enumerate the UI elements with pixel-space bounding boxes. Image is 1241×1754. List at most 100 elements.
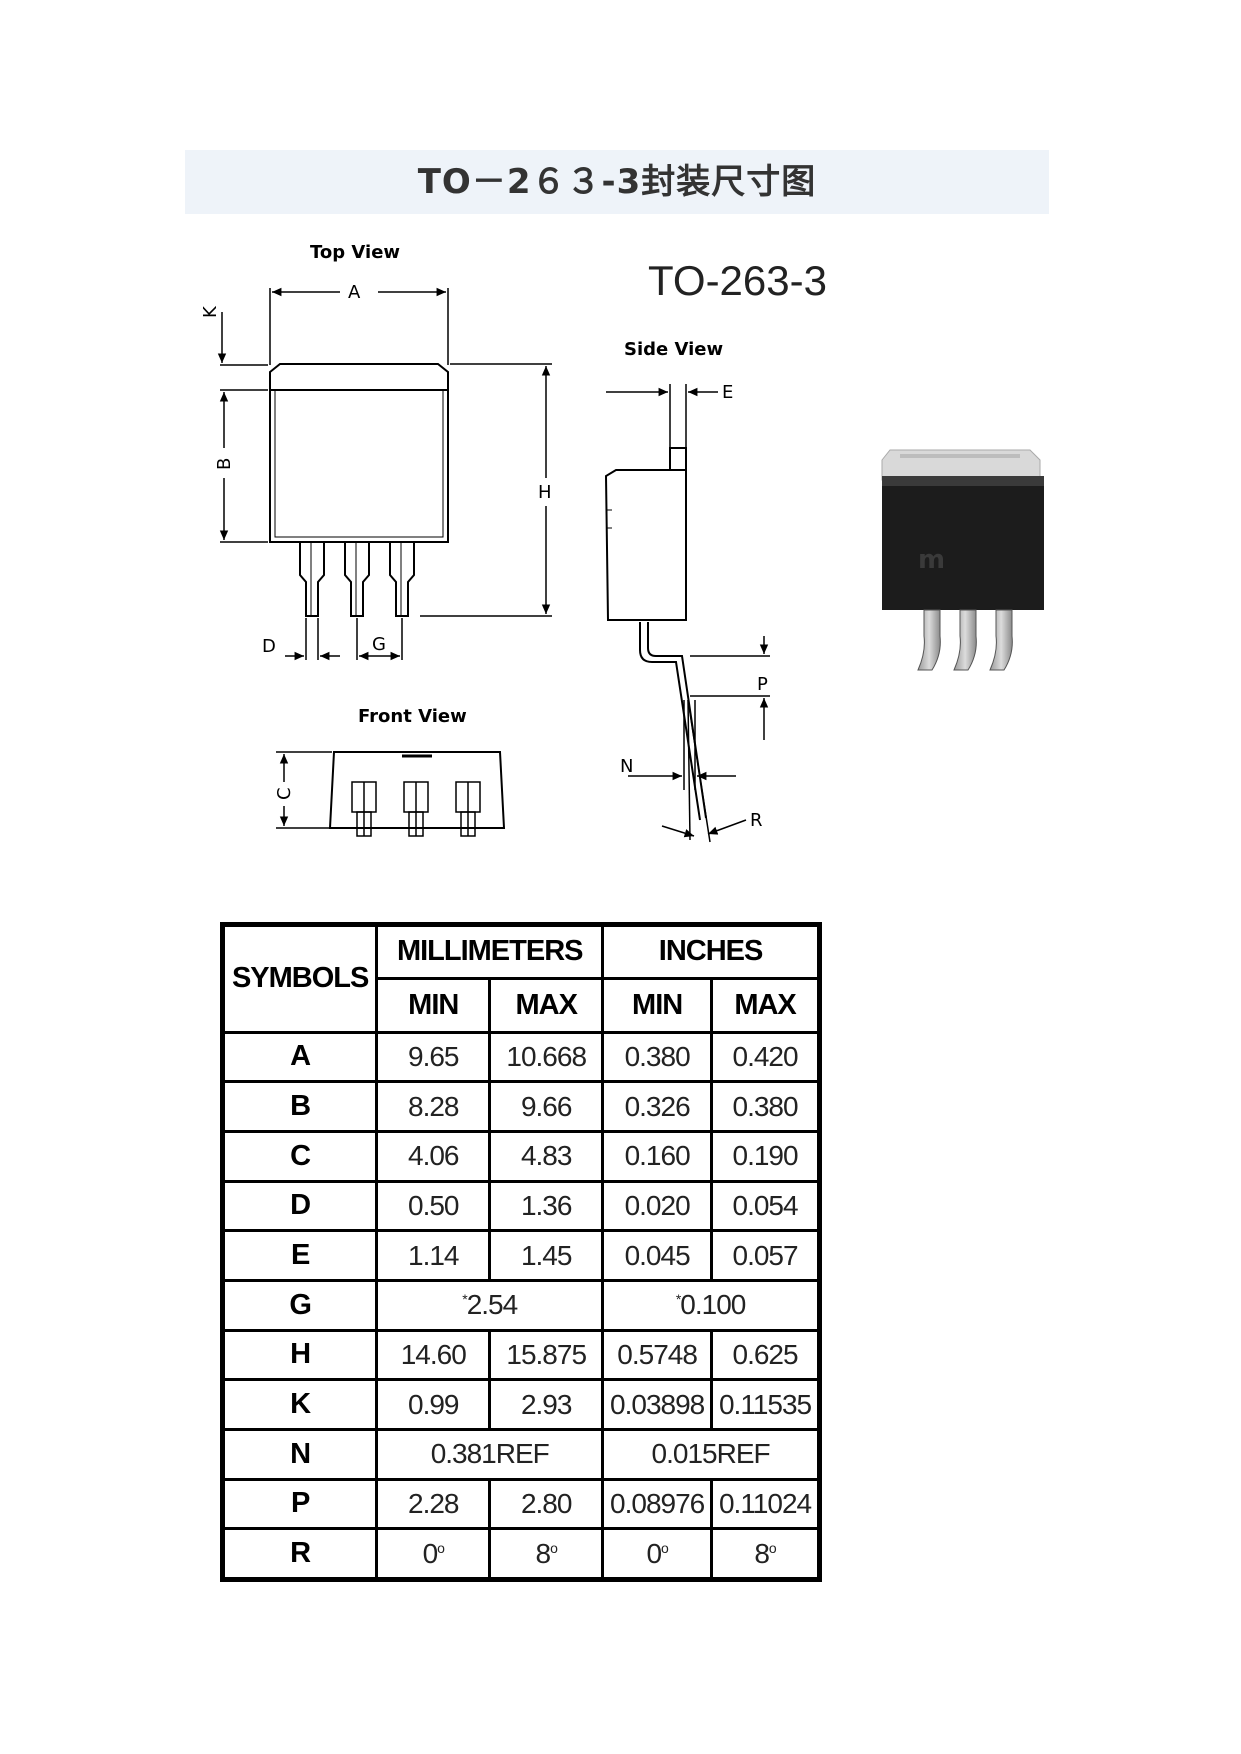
cell-in-min: 0.045	[601, 1229, 714, 1282]
cell-in-min: 0.160	[601, 1129, 714, 1183]
basic-mark: *	[462, 1291, 468, 1308]
table-row: C 4.06 4.83 0.160 0.190	[220, 1129, 821, 1183]
cell-in-min: 0.03898	[601, 1378, 714, 1431]
header-symbols: SYMBOLS	[220, 923, 379, 1034]
table-row: G *2.54 *0.100	[220, 1278, 821, 1332]
dim-letter-g: G	[372, 634, 386, 655]
dimension-table: SYMBOLS MILLIMETERS INCHES MIN MAX MIN M…	[220, 922, 822, 1582]
cell-mm-max: 9.66	[488, 1080, 605, 1133]
cell-mm-max: 2.80	[488, 1477, 605, 1531]
cell-in-max: 0.625	[710, 1328, 821, 1382]
cell-in-min: 0.020	[601, 1179, 714, 1233]
row-symbol: R	[220, 1527, 379, 1581]
cell-mm-min: 2.28	[375, 1477, 492, 1531]
table-row: D 0.50 1.36 0.020 0.054	[220, 1179, 821, 1233]
cell-mm-min: 14.60	[375, 1328, 492, 1382]
cell-in-max: 0.11024	[710, 1477, 821, 1531]
dim-letter-p: P	[757, 674, 768, 695]
cell-mm-max: 1.36	[488, 1179, 605, 1233]
cell-in-min: 0.380	[601, 1030, 714, 1084]
table-row: B 8.28 9.66 0.326 0.380	[220, 1080, 821, 1133]
table-row: E 1.14 1.45 0.045 0.057	[220, 1229, 821, 1282]
page-title: TO－2６３-3封装尺寸图	[417, 162, 817, 202]
header-in-min: MIN	[601, 976, 714, 1034]
cell-in-max: 0.380	[710, 1080, 821, 1133]
cell-mm-min: 9.65	[375, 1030, 492, 1084]
table-row: A 9.65 10.668 0.380 0.420	[220, 1030, 821, 1084]
cell-mm-min: 4.06	[375, 1129, 492, 1183]
cell-mm-span-value: 2.54	[466, 1289, 518, 1321]
package-photo: m	[881, 449, 1044, 671]
cell-value: 8	[754, 1537, 770, 1569]
cell-in-min: 0.08976	[601, 1477, 714, 1531]
cell-value: 0	[646, 1537, 662, 1569]
top-view-label: Top View	[310, 242, 400, 263]
header-mm-min: MIN	[375, 976, 492, 1034]
table-row: H 14.60 15.875 0.5748 0.625	[220, 1328, 821, 1382]
cell-mm-span: 0.381REF	[375, 1427, 605, 1481]
photo-logo: m	[918, 545, 945, 575]
row-symbol: A	[220, 1030, 379, 1084]
degree-unit: o	[437, 1539, 445, 1556]
header-mm-max: MAX	[488, 976, 605, 1034]
cell-in-min: 0.5748	[601, 1328, 714, 1382]
table-row: K 0.99 2.93 0.03898 0.11535	[220, 1378, 821, 1431]
row-symbol: G	[220, 1278, 379, 1332]
cell-in-max: 0.190	[710, 1129, 821, 1183]
cell-value: 0	[422, 1537, 439, 1569]
cell-mm-min: 0.99	[375, 1378, 492, 1431]
cell-mm-max: 8o	[488, 1527, 605, 1581]
cell-in-max: 0.11535	[710, 1378, 821, 1431]
dim-letter-r: R	[750, 810, 763, 831]
row-symbol: E	[220, 1229, 379, 1282]
table-row: R 0o 8o 0o 8o	[220, 1527, 821, 1581]
dim-letter-a: A	[348, 282, 361, 303]
degree-unit: o	[661, 1539, 669, 1556]
row-symbol: B	[220, 1080, 379, 1133]
row-symbol: K	[220, 1378, 379, 1431]
cell-in-max: 8o	[710, 1527, 821, 1581]
row-symbol: H	[220, 1328, 379, 1382]
dim-letter-d: D	[262, 636, 276, 657]
cell-in-min: 0.326	[601, 1080, 714, 1133]
cell-in-min: 0o	[601, 1527, 714, 1581]
cell-in-span-value: 0.100	[680, 1289, 746, 1321]
cell-mm-min: 0o	[375, 1527, 492, 1581]
row-symbol: N	[220, 1427, 379, 1481]
header-in-max: MAX	[710, 976, 821, 1034]
front-view: Front View C	[274, 706, 506, 837]
dim-letter-n: N	[620, 756, 633, 777]
degree-unit: o	[550, 1539, 558, 1556]
table-row: N 0.381REF 0.015REF	[220, 1427, 821, 1481]
row-symbol: C	[220, 1129, 379, 1183]
dim-letter-h: H	[538, 482, 552, 503]
header-millimeters: MILLIMETERS	[375, 923, 605, 980]
header-inches: INCHES	[601, 923, 821, 980]
cell-in-max: 0.054	[710, 1179, 821, 1233]
dim-letter-k: K	[200, 305, 221, 318]
title-band	[185, 150, 1049, 214]
dim-letter-b: B	[214, 458, 235, 470]
table-row: P 2.28 2.80 0.08976 0.11024	[220, 1477, 821, 1531]
cell-mm-max: 15.875	[488, 1328, 605, 1382]
row-symbol: D	[220, 1179, 379, 1233]
cell-in-max: 0.057	[710, 1229, 821, 1282]
cell-mm-span: *2.54	[375, 1278, 605, 1332]
cell-mm-max: 1.45	[488, 1229, 605, 1282]
cell-in-max: 0.420	[710, 1030, 821, 1084]
top-view: Top View A K B H	[200, 242, 552, 661]
package-name: TO-263-3	[648, 257, 827, 304]
cell-mm-min: 1.14	[375, 1229, 492, 1282]
front-view-label: Front View	[358, 706, 467, 727]
cell-mm-max: 10.668	[488, 1030, 605, 1084]
side-view: Side View E P N R	[604, 339, 770, 843]
cell-in-span: 0.015REF	[601, 1427, 821, 1481]
cell-mm-max: 2.93	[488, 1378, 605, 1431]
cell-mm-min: 8.28	[375, 1080, 492, 1133]
cell-mm-min: 0.50	[375, 1179, 492, 1233]
cell-value: 8	[535, 1537, 552, 1569]
side-view-label: Side View	[624, 339, 723, 360]
row-symbol: P	[220, 1477, 379, 1531]
dim-letter-c: C	[274, 787, 295, 800]
basic-mark: *	[675, 1291, 682, 1308]
